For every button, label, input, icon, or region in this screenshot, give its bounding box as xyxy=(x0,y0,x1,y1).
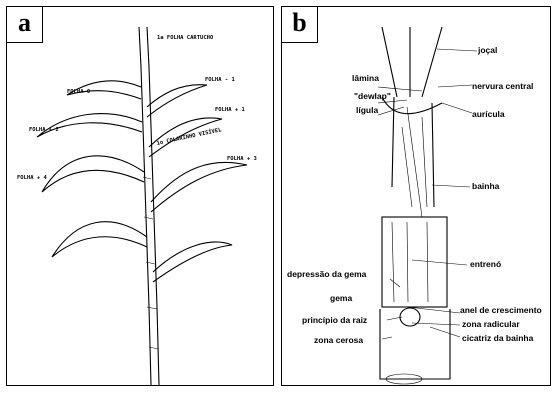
label-cicatriz: cicatriz da bainha xyxy=(462,333,534,343)
label-entreno: entrenó xyxy=(470,259,501,269)
annotation-colarinho: 1o COLARINHO VISÍVEL xyxy=(156,125,223,147)
annotation-folha-plus1: FOLHA + 1 xyxy=(215,107,245,113)
label-auricula: aurícula xyxy=(472,109,505,119)
label-jocal: joçal xyxy=(477,45,497,55)
annotation-folha0: FOLHA 0 xyxy=(67,89,90,95)
label-dewlap: "dewlap" xyxy=(354,91,391,101)
label-zona-cerosa: zona cerosa xyxy=(314,335,363,345)
label-principio: princípio da raiz xyxy=(302,315,367,325)
label-ligula: lígula xyxy=(356,105,378,115)
svg-text:1a FOLHA CARTUCHO: 1a FOLHA CARTUCHO xyxy=(157,35,214,41)
annotation-folha-plus2: FOLHA + 2 xyxy=(29,127,59,133)
panel-b: b joçal lâmina "dewlap" nervura central … xyxy=(281,6,551,386)
label-zona-radicular: zona radicular xyxy=(462,319,520,329)
label-anel: anel de crescimento xyxy=(460,305,542,315)
label-depressao: depressão da gema xyxy=(287,269,367,279)
label-gema: gema xyxy=(330,293,352,303)
panel-a: a 1a FOLHA CARTUCHO FOLHA 0 FOLHA - 1 FO… xyxy=(6,6,274,386)
annotation-top: 1a FOLHA CARTUCHO xyxy=(157,35,214,41)
label-lamina: lâmina xyxy=(352,73,379,83)
label-nervura: nervura central xyxy=(472,81,533,91)
annotation-folha-plus4: FOLHA + 4 xyxy=(17,175,47,181)
stalk-detail-drawing: joçal lâmina "dewlap" nervura central lí… xyxy=(282,7,551,386)
annotation-folha-plus3: FOLHA + 3 xyxy=(227,156,257,162)
annotation-folha-minus1: FOLHA - 1 xyxy=(205,77,235,83)
label-bainha: bainha xyxy=(472,181,500,191)
sugarcane-plant-drawing: 1a FOLHA CARTUCHO FOLHA 0 FOLHA - 1 FOLH… xyxy=(7,7,274,386)
